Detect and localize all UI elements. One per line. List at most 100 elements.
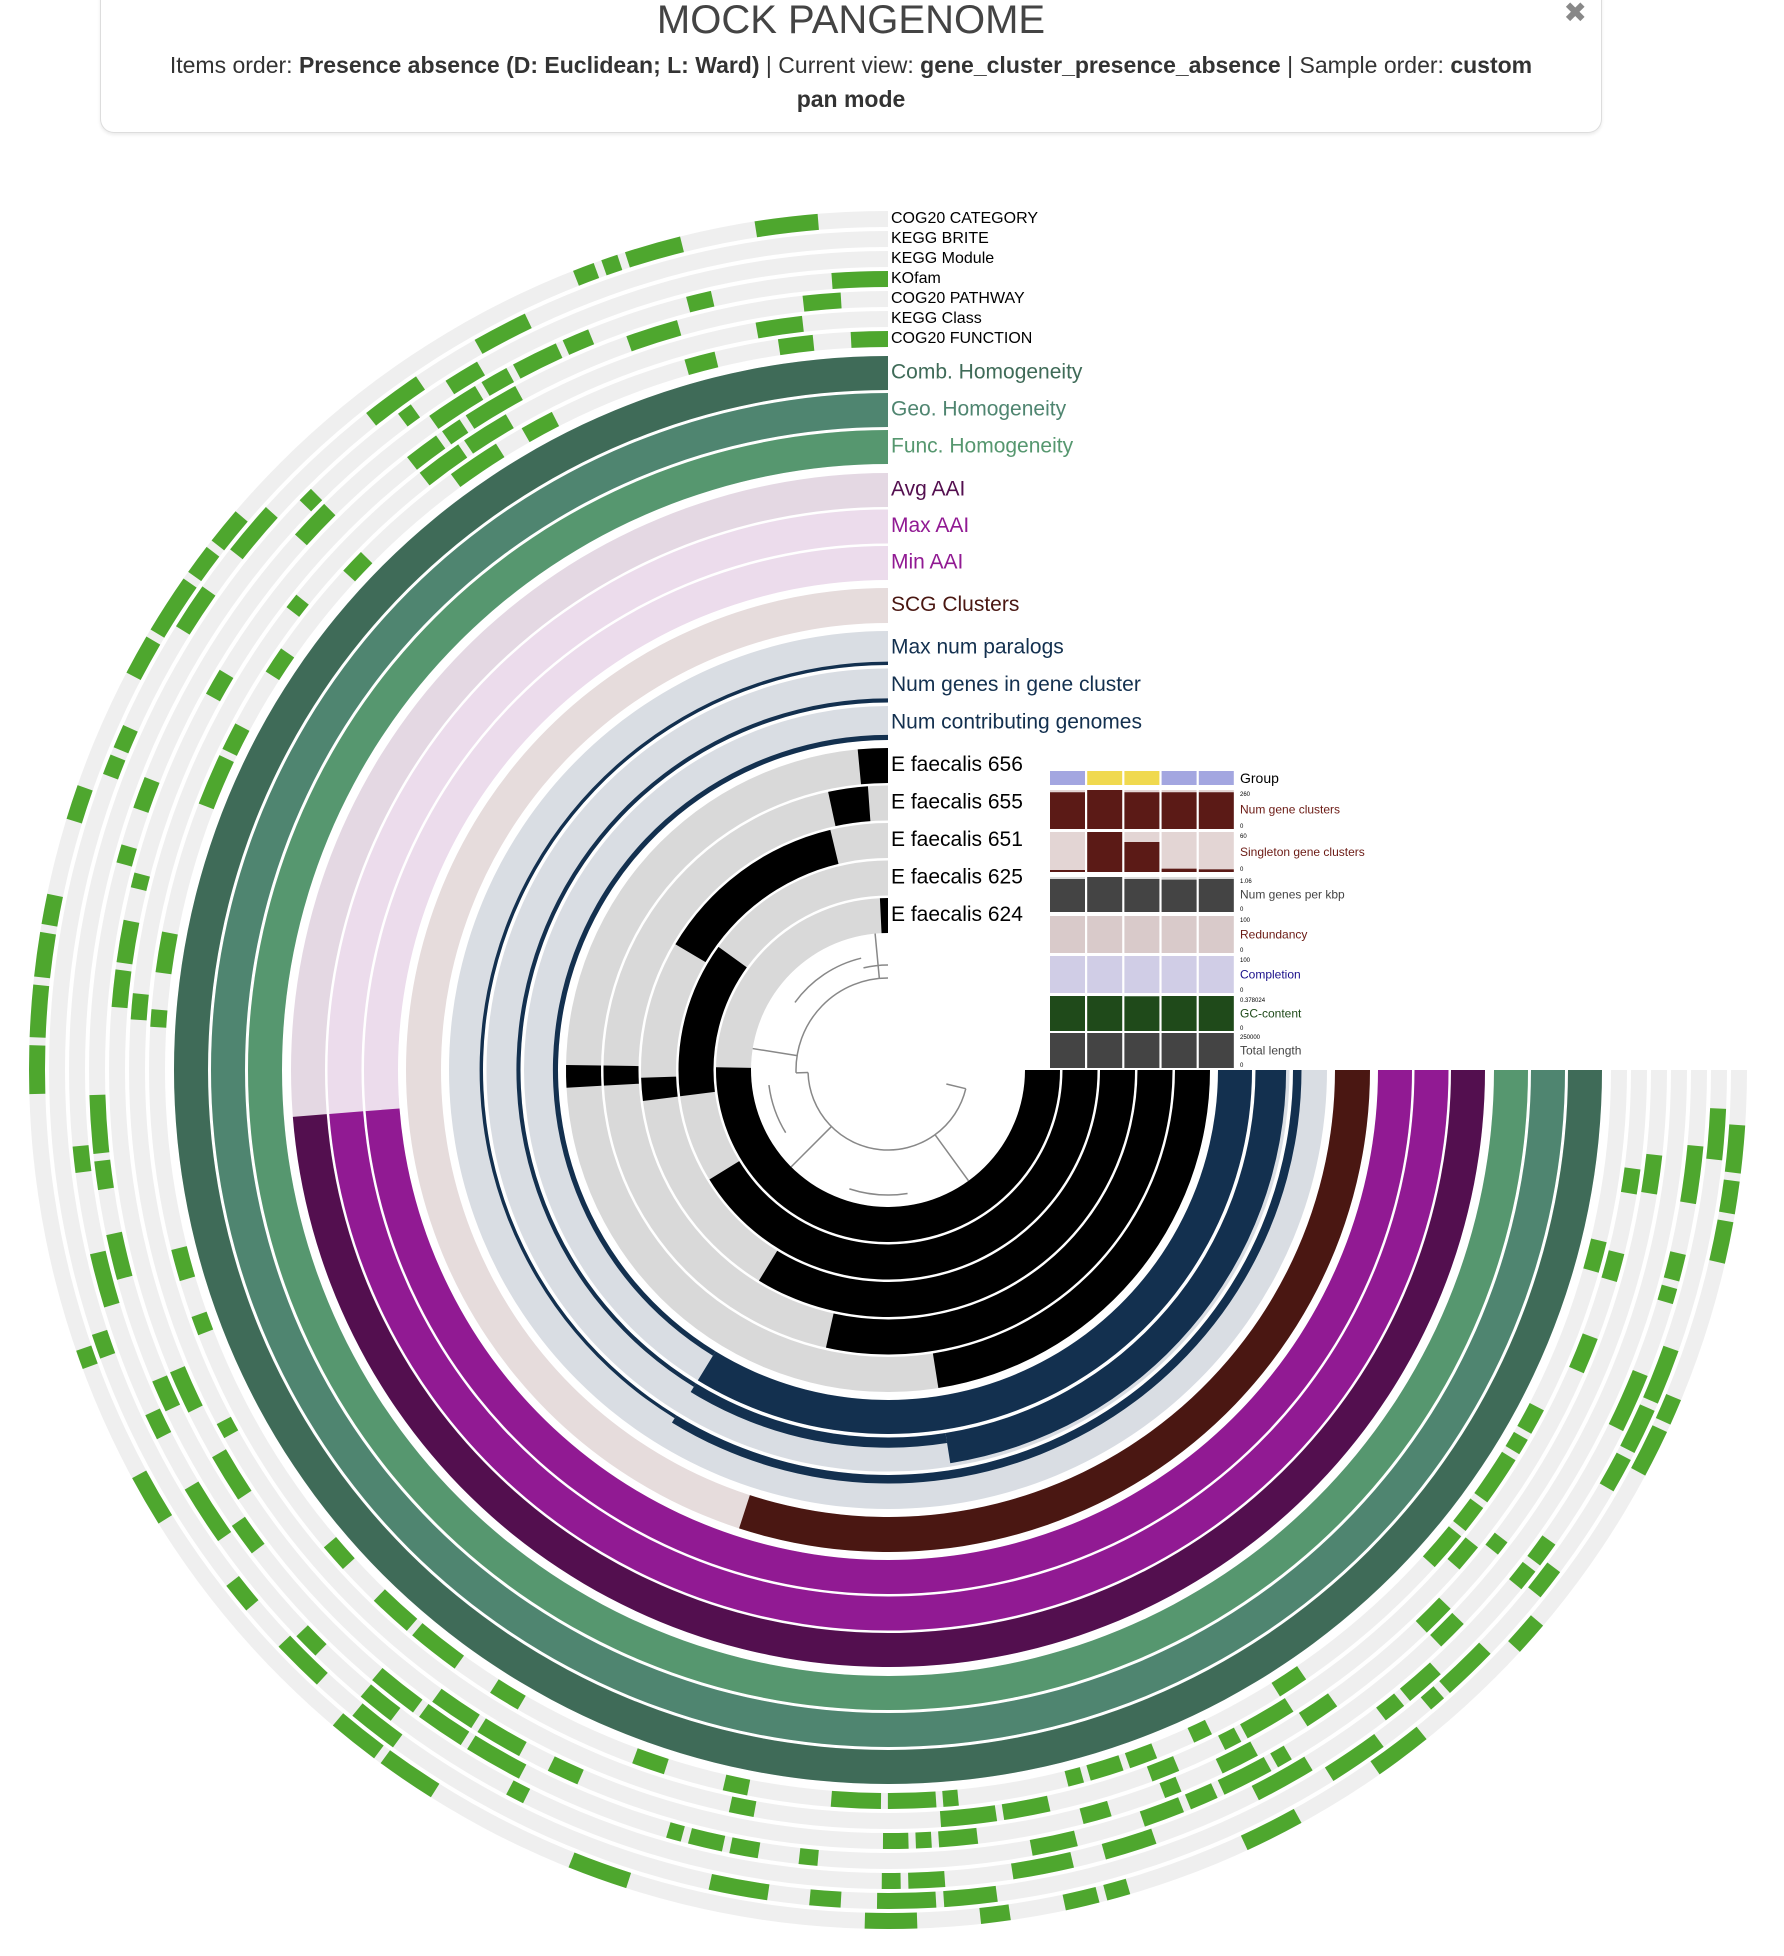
- layer-function-3-bar: [798, 1848, 819, 1866]
- group-cell: [1087, 771, 1123, 785]
- info-bar: [1087, 790, 1123, 829]
- layer-function-3-bar: [372, 1667, 423, 1713]
- layer-function-0-bar: [830, 1790, 882, 1809]
- info-bar: [1161, 792, 1197, 829]
- layer-function-3[interactable]: [89, 271, 1687, 1869]
- layer-function-2-bar: [938, 1827, 979, 1848]
- info-bar: [1087, 1033, 1123, 1068]
- info-bar-bg: [1198, 956, 1234, 993]
- layer-function-4-bar: [1376, 1693, 1405, 1721]
- info-max: 100: [1240, 958, 1251, 964]
- info-max: 1.06: [1240, 879, 1252, 885]
- layer-function-1-bar: [1569, 1333, 1598, 1374]
- info-max: 250000: [1240, 1035, 1261, 1041]
- layer-sample-1[interactable]: [678, 860, 1098, 1280]
- layer-sample-4-bar: [565, 1064, 602, 1088]
- layer-function-4-bar: [360, 1684, 401, 1721]
- layer-function-4-bar: [1101, 1828, 1157, 1860]
- layer-function-6-bar: [864, 1912, 918, 1930]
- info-label: Total length: [1240, 1044, 1301, 1058]
- layer-function-2-bar: [432, 1688, 480, 1729]
- mode-value: pan mode: [796, 86, 906, 112]
- layer-function-4-label: KEGG Module: [891, 250, 994, 267]
- info-bar: [1198, 996, 1234, 1031]
- layer-function-4-bar: [445, 361, 486, 395]
- layer-function-6[interactable]: [28, 211, 1747, 1930]
- layer-function-0-bar: [1124, 1743, 1158, 1769]
- layer-sample-1-bar: [709, 1070, 1098, 1280]
- layer-count-2-label: Max num paralogs: [891, 636, 1064, 659]
- info-min: 0: [1240, 1026, 1244, 1032]
- layer-function-0-bar: [887, 1791, 937, 1809]
- layer-sample-0-bar: [879, 898, 888, 934]
- layer-function-2-bar: [547, 1756, 584, 1785]
- layer-sample-2[interactable]: [641, 823, 1135, 1317]
- info-bar-bg: [1050, 956, 1085, 993]
- group-label: Group: [1240, 770, 1279, 786]
- layer-function-6-bar: [1719, 1179, 1740, 1215]
- layer-function-4-bar: [1608, 1369, 1648, 1432]
- layer-function-6-bar: [1508, 1615, 1544, 1652]
- info-bar: [1124, 1033, 1160, 1068]
- layer-function-4-bar: [90, 1250, 120, 1308]
- layer-function-2[interactable]: [109, 291, 1667, 1850]
- layer-aai-0[interactable]: [364, 546, 1412, 1595]
- layer-sample-3[interactable]: [603, 785, 1173, 1355]
- layer-function-0-bar: [343, 552, 373, 582]
- layer-sample-0-label: E faecalis 624: [891, 903, 1023, 926]
- layer-function-0-bar: [1517, 1403, 1544, 1434]
- layer-function-3-bar: [1217, 1756, 1272, 1795]
- layer-sample-4-bar: [857, 748, 888, 785]
- layer-function-2-bar: [407, 435, 446, 470]
- layer-function-2-bar: [1485, 1532, 1508, 1555]
- layer-function-0[interactable]: [149, 331, 1627, 1809]
- layer-function-0-bar: [373, 1589, 418, 1631]
- layer-function-6-bar: [1724, 1124, 1746, 1174]
- layer-count-0-label: Num contributing genomes: [891, 711, 1142, 734]
- layer-function-5-bar: [1324, 1734, 1384, 1782]
- layer-function-4-bar: [184, 1481, 232, 1542]
- layer-function-6-bar: [1062, 1887, 1100, 1911]
- layer-function-3-bar: [831, 271, 888, 289]
- layer-sample-1-label: E faecalis 625: [891, 866, 1023, 889]
- info-bar-bg: [1050, 832, 1085, 872]
- layer-sample-4[interactable]: [565, 748, 1210, 1392]
- layer-count-1[interactable]: [486, 668, 1290, 1472]
- layer-sample-2-label: E faecalis 651: [891, 828, 1023, 851]
- layer-function-0-bar: [323, 1537, 355, 1570]
- layer-sample-0[interactable]: [716, 898, 1060, 1243]
- layer-function-0-bar: [777, 334, 815, 356]
- dendrogram: [752, 933, 970, 1196]
- layer-function-5-bar: [1620, 1404, 1655, 1454]
- layer-function-5-bar: [113, 725, 138, 754]
- layer-function-6-bar: [41, 893, 63, 927]
- group-cell: [1124, 771, 1160, 785]
- layer-function-6-bar: [601, 254, 623, 276]
- layer-count-0[interactable]: [524, 706, 1252, 1434]
- layer-function-6-background: [29, 211, 1747, 1929]
- info-bar: [1198, 878, 1234, 912]
- layer-function-6-bar: [76, 1345, 98, 1370]
- layer-function-4-bar: [1663, 1251, 1686, 1282]
- layer-function-1-bar: [464, 414, 514, 454]
- info-min: 0: [1240, 867, 1244, 873]
- layer-homog-1-label: Geo. Homogeneity: [891, 398, 1067, 421]
- layer-sample-0-bar: [716, 1067, 1060, 1243]
- layer-sample-3-bar: [828, 786, 871, 827]
- layer-function-1-bar: [1601, 1250, 1625, 1282]
- layer-aai-1-label: Max AAI: [891, 514, 969, 537]
- info-max: 60: [1240, 834, 1247, 840]
- layer-function-5[interactable]: [49, 231, 1727, 1909]
- layer-function-0-bar: [191, 1311, 214, 1336]
- layer-function-1-bar: [1447, 1537, 1479, 1570]
- info-bar: [1161, 996, 1197, 1031]
- info-bar: [1124, 792, 1160, 829]
- info-bar: [1198, 869, 1234, 872]
- layer-function-3-bar: [687, 1828, 726, 1852]
- close-icon[interactable]: ✖: [1563, 0, 1587, 28]
- layer-function-5-bar: [175, 586, 216, 635]
- layer-function-0-bar: [412, 1623, 465, 1669]
- layer-function-4[interactable]: [69, 251, 1707, 1890]
- layer-function-1[interactable]: [129, 311, 1647, 1829]
